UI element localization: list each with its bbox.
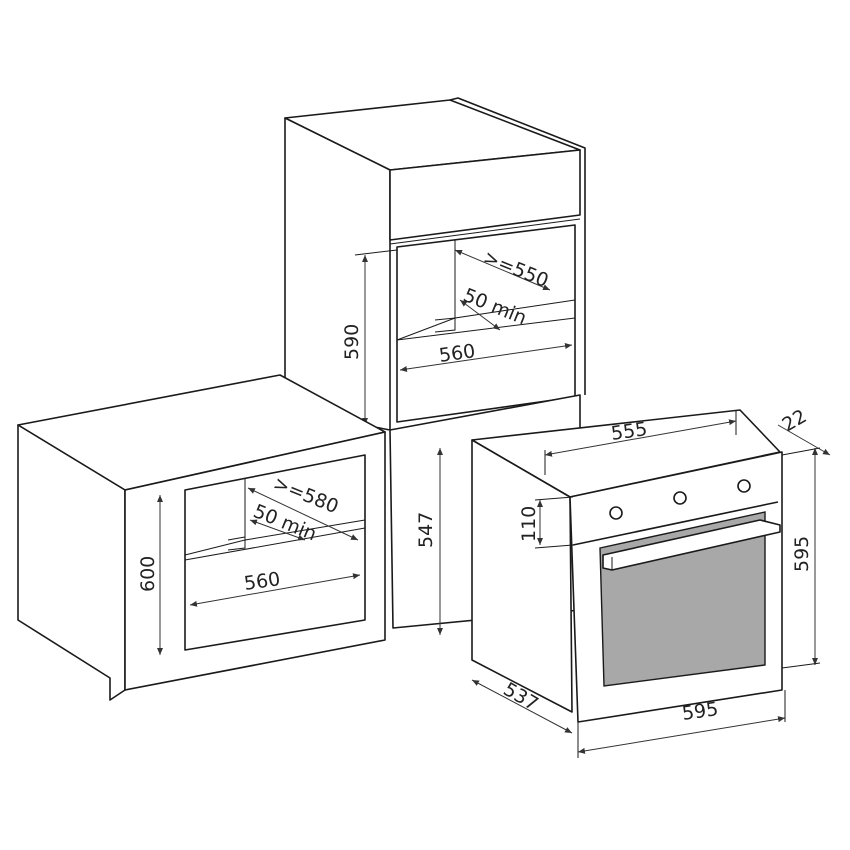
label-tall-depth: >=550 (480, 246, 551, 292)
oven-handle (602, 519, 781, 571)
oven-knobs (609, 479, 751, 520)
oven (471, 409, 831, 758)
label-oven-width: 595 (681, 698, 720, 725)
label-oven-height: 595 (791, 536, 813, 572)
label-tall-width: 560 (438, 340, 477, 367)
label-oven-inner-width: 555 (610, 418, 649, 445)
label-oven-panel: 22 (779, 405, 811, 436)
tall-cabinet (284, 97, 586, 431)
label-niche-height: 547 (415, 512, 437, 548)
knob-2 (673, 491, 687, 505)
label-under-width: 560 (243, 568, 282, 595)
label-tall-height: 590 (341, 324, 363, 360)
label-under-height: 600 (137, 556, 159, 592)
under-cabinet-niche (184, 454, 366, 651)
knob-1 (609, 506, 623, 520)
under-cabinet (17, 374, 386, 701)
knob-3 (737, 479, 751, 493)
label-tall-vent: 50 min (460, 284, 529, 329)
label-oven-control-height: 110 (518, 506, 540, 542)
